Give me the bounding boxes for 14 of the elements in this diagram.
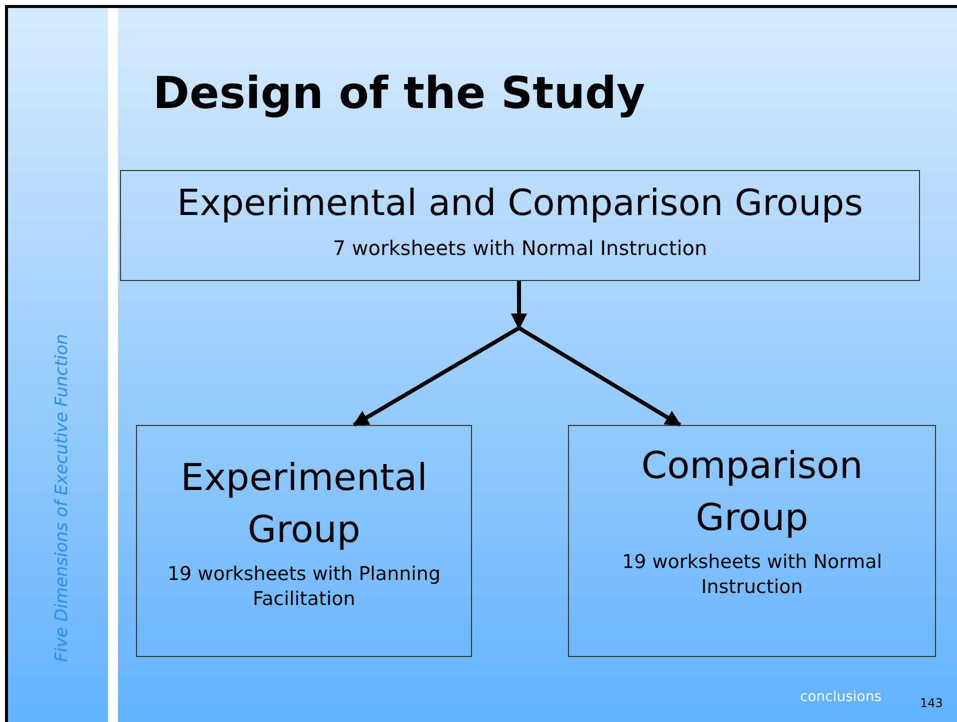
- box-heading: Experimental and Comparison Groups: [176, 182, 864, 226]
- page-number: 143: [920, 696, 943, 710]
- box-heading: Comparison Group: [640, 443, 864, 541]
- slide-title: Design of the Study: [153, 68, 646, 119]
- box-heading: Experimental Group: [180, 455, 428, 553]
- box-description: 19 worksheets with Planning Facilitation: [166, 562, 442, 612]
- sidebar-caption: Five Dimensions of Executive Function: [52, 334, 72, 662]
- process-box: [120, 170, 920, 281]
- box-description: 19 worksheets with Normal Instruction: [621, 550, 883, 600]
- process-box: [136, 425, 472, 657]
- process-box: [568, 425, 936, 657]
- section-label: conclusions: [800, 689, 882, 705]
- box-description: 7 worksheets with Normal Instruction: [332, 235, 708, 262]
- arrow: [511, 279, 682, 427]
